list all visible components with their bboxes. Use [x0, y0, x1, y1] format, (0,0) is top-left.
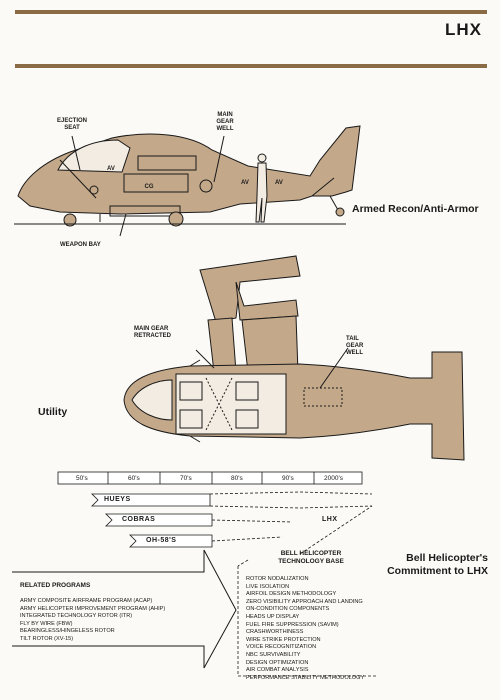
list-item: LIVE ISOLATION: [246, 583, 290, 590]
commitment-line-2: Commitment to LHX: [387, 565, 488, 577]
list-item: DESIGN OPTIMIZATION: [246, 659, 309, 666]
timeline-scale: [57, 471, 363, 485]
commitment-heading: Bell Helicopter's Commitment to LHX: [378, 552, 488, 578]
timeline-bars: [91, 491, 378, 677]
commitment-line-1: Bell Helicopter's: [406, 552, 488, 564]
list-item: ARMY COMPOSITE AIRFRAME PROGRAM (ACAP): [20, 598, 153, 604]
utility-aircraft-top-view: [123, 255, 465, 461]
decade-label: 80's: [231, 475, 243, 482]
ejection-seat-label: EJECTION SEAT: [56, 118, 87, 131]
cobras-bar-label: COBRAS: [122, 516, 156, 523]
list-item: VOICE RECOGNITIZATION: [246, 644, 317, 651]
list-item: CRASHWORTHINESS: [246, 629, 304, 636]
cg-label: CG: [144, 184, 154, 190]
lhx-timeline-label: LHX: [322, 516, 338, 523]
list-item: WIRE STRIKE PROTECTION: [246, 636, 321, 643]
av-label-cockpit: AV: [107, 166, 115, 172]
list-item: FLY BY WIRE (FBW): [20, 620, 73, 627]
decade-label: 70's: [180, 475, 192, 482]
main-gear-well-label: MAIN GEAR WELL: [216, 112, 234, 132]
list-item: NBC SURVIVABILITY: [246, 651, 301, 658]
related-programs-heading: RELATED PROGRAMS: [20, 582, 91, 589]
list-item: ROTOR NODALIZATION: [246, 576, 309, 582]
list-item: ARMY HELICOPTER IMPROVEMENT PROGRAM (AHI…: [20, 605, 166, 612]
list-item: HEADS UP DISPLAY: [246, 613, 300, 620]
av-label-mid: AV: [241, 180, 249, 186]
list-item: ZERO VISIBILITY APPROACH AND LANDING: [246, 598, 363, 605]
oh58-bar-label: OH-58'S: [146, 537, 177, 544]
decade-label: 60's: [128, 475, 140, 482]
related-programs-arrow: [12, 549, 237, 669]
decade-label: 2000's: [324, 475, 343, 482]
weapon-bay-label: WEAPON BAY: [60, 242, 101, 248]
armed-aircraft-side-view: [14, 125, 361, 237]
list-item: AIRFOIL DESIGN METHODOLOGY: [246, 591, 337, 598]
top-rule: [15, 10, 487, 14]
technology-base-list: ROTOR NODALIZATION LIVE ISOLATION AIRFOI…: [246, 576, 364, 682]
list-item: ON-CONDITION COMPONENTS: [246, 606, 330, 613]
utility-caption: Utility: [38, 406, 68, 418]
decade-label: 50's: [76, 475, 88, 482]
av-label-aft: AV: [275, 180, 283, 186]
decade-label: 90's: [282, 475, 294, 482]
list-item: TILT ROTOR (XV-15): [20, 635, 74, 642]
page-title: LHX: [445, 20, 482, 39]
list-item: FUEL FIRE SUPPRESSION (SAVIM): [246, 621, 339, 628]
header-rule: [15, 64, 487, 68]
list-item: BEARINGLESS/HINGELESS ROTOR: [20, 628, 115, 635]
hueys-bar-label: HUEYS: [104, 496, 131, 503]
tail-gear-well-label: TAIL GEAR WELL: [346, 336, 364, 356]
main-gear-retracted-label: MAIN GEAR RETRACTED: [134, 326, 171, 339]
armed-recon-caption: Armed Recon/Anti-Armor: [352, 203, 479, 215]
technology-base-heading: BELL HELICOPTER TECHNOLOGY BASE: [278, 550, 344, 565]
list-item: AIR COMBAT ANALYSIS: [246, 667, 309, 674]
list-item: INTEGRATED TECHNOLOGY ROTOR (ITR): [20, 613, 133, 620]
list-item: PERFORMANCE STABILITY METHODOLOGY: [246, 674, 365, 681]
related-programs-list: ARMY COMPOSITE AIRFRAME PROGRAM (ACAP) A…: [20, 598, 165, 644]
